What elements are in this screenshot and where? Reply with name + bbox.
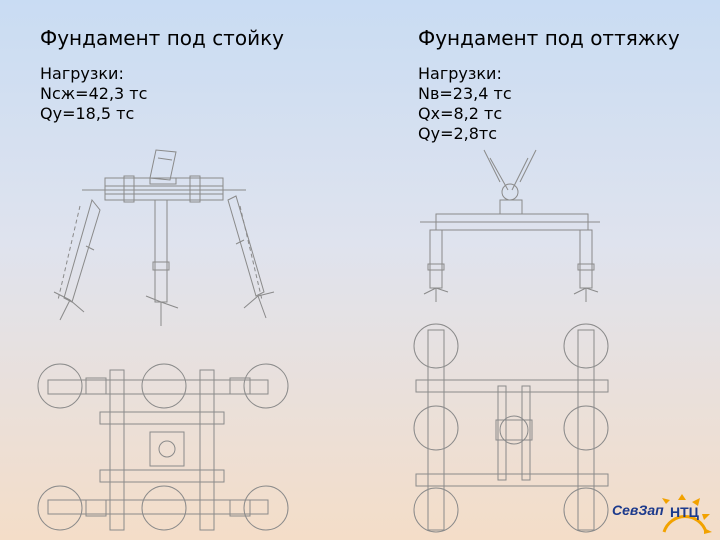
right-loads-block: Нагрузки: Nв=23,4 тс Qх=8,2 тс Qу=2,8тс	[418, 64, 512, 144]
left-load-qy: Qу=18,5 тс	[40, 104, 135, 123]
sun-logo-icon	[662, 494, 712, 534]
left-loads-block: Нагрузки: Nсж=42,3 тс Qу=18,5 тс	[40, 64, 147, 124]
right-load-nv: Nв=23,4 тс	[418, 84, 512, 103]
left-load-nszh: Nсж=42,3 тс	[40, 84, 148, 103]
left-column-title: Фундамент под стойку	[40, 26, 284, 50]
pole-foundation-elevation	[53, 149, 275, 326]
sevzap-ntc-logo: СевЗап НТЦ	[606, 492, 720, 540]
left-loads-heading: Нагрузки:	[40, 64, 124, 83]
guy-foundation-plan	[413, 323, 609, 533]
pole-foundation-plan	[37, 363, 289, 531]
right-load-qx: Qх=8,2 тс	[418, 104, 503, 123]
logo-part-sevzap: СевЗап	[612, 502, 664, 518]
logo-part-ntc: НТЦ	[670, 504, 699, 520]
guy-foundation-elevation	[420, 149, 600, 302]
right-loads-heading: Нагрузки:	[418, 64, 502, 83]
right-column-title: Фундамент под оттяжку	[418, 26, 680, 50]
right-load-qy: Qу=2,8тс	[418, 124, 498, 143]
